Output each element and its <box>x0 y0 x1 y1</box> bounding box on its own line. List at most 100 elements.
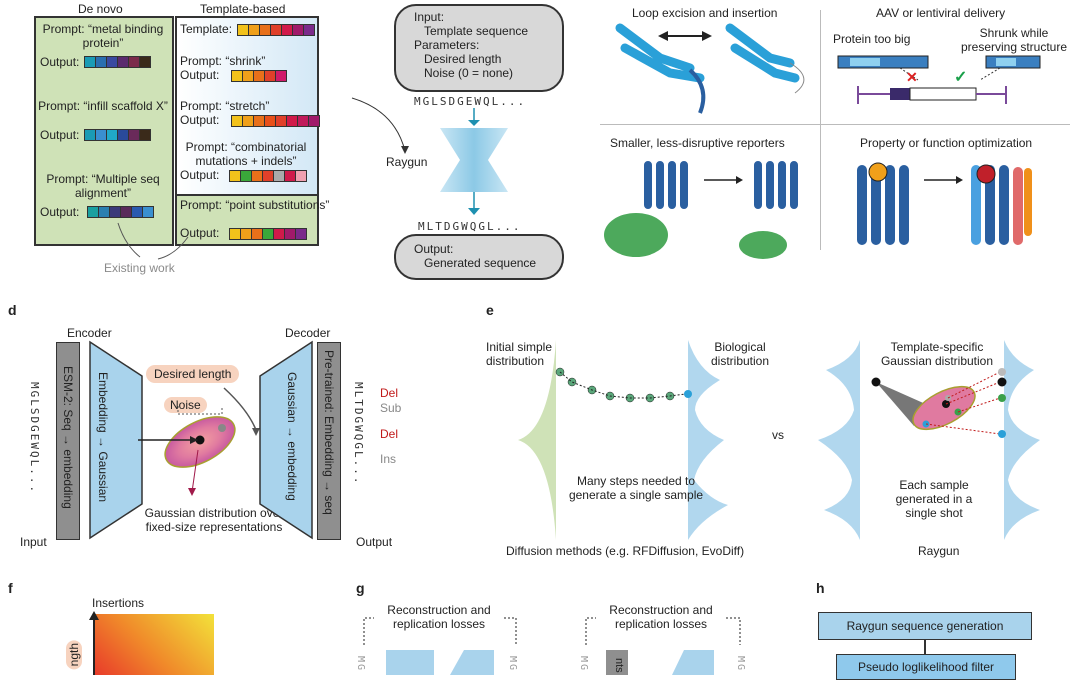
noise-pill: Noise <box>164 397 207 413</box>
output-label-3: Output: <box>40 205 80 219</box>
diffusion-caption: Diffusion methods (e.g. RFDiffusion, Evo… <box>506 544 745 558</box>
seq-out: MLTDGWQGL... <box>418 220 522 233</box>
panel-e-letter: e <box>486 302 494 318</box>
aav-title: AAV or lentiviral delivery <box>876 6 1006 20</box>
svg-text:✓: ✓ <box>954 69 967 86</box>
params-line2: Noise (0 = none) <box>424 66 514 80</box>
point-swatches <box>229 227 307 245</box>
output-line1: Generated sequence <box>424 256 537 270</box>
template-label: Template: <box>180 22 233 36</box>
prompt-shrink: Prompt: “shrink” <box>180 54 266 68</box>
gauss-caption: Gaussian distribution over fixed-size re… <box>144 506 284 534</box>
sub-label: Sub <box>380 401 402 415</box>
template-box <box>175 16 319 194</box>
biological-dist-label: Biological distribution <box>710 340 770 368</box>
existing-work-label: Existing work <box>104 261 175 275</box>
input-pill <box>394 4 564 92</box>
prompt-stretch: Prompt: “stretch” <box>180 99 270 113</box>
prompt-scaffold: Prompt: “infill scaffold X” <box>38 99 168 113</box>
vs-label: vs <box>772 428 784 442</box>
g-mg-3: MG <box>578 656 589 673</box>
panel-h-letter: h <box>816 580 825 596</box>
output-label-stretch: Output: <box>180 113 220 127</box>
insertions-label: Insertions <box>92 596 145 610</box>
output-swatches-3 <box>87 205 154 223</box>
property-title: Property or function optimization <box>860 136 1033 150</box>
denovo-title: De novo <box>78 2 123 16</box>
output-label-point: Output: <box>180 226 220 240</box>
g-mg-2: MG <box>507 656 518 673</box>
shrunk-label: Shrunk while preserving structure <box>960 26 1068 54</box>
loop-illustration <box>615 23 805 114</box>
prompt-combo: Prompt: “combinatorial mutations + indel… <box>185 140 307 168</box>
g-mg-4: MG <box>735 656 746 673</box>
recon-label-2: Reconstruction and replication losses <box>609 603 713 631</box>
prompt-metal: Prompt: “metal binding protein” <box>42 22 164 50</box>
property-illustration <box>857 162 1032 245</box>
gradient-square <box>94 614 214 675</box>
panel-f-letter: f <box>8 580 13 596</box>
d-output-label: Output <box>356 535 393 549</box>
aav-illustration: ✕ ✓ <box>837 55 1041 104</box>
gaussian-latent <box>138 387 260 496</box>
panel-g-letter: g <box>356 580 365 596</box>
ins-label: Ins <box>380 452 397 466</box>
prompt-msa: Prompt: “Multiple seq alignment” <box>46 172 160 200</box>
output-swatches-2 <box>84 128 151 146</box>
g-nts-label: nts <box>613 658 625 673</box>
pretrained-label: Pre-trained: Embedding → seq <box>322 350 336 515</box>
gauss-emb-label: Gaussian → embedding <box>285 372 299 501</box>
output-label-1: Output: <box>40 55 80 69</box>
each-sample-label: Each sample generated in a single shot <box>895 478 973 520</box>
params-line1: Desired length <box>424 52 502 66</box>
output-label-2: Output: <box>40 128 80 142</box>
del-label-2: Del <box>380 427 399 441</box>
encoder-label: Encoder <box>67 326 112 340</box>
emb-gauss-label: Embedding → Gaussian <box>96 372 110 503</box>
esm-label: ESM-2: Seq → embedding <box>61 366 75 509</box>
template-specific-label: Template-specific Gaussian distribution <box>880 340 994 368</box>
esm-bar <box>56 342 80 540</box>
panel-g-illustration <box>363 617 741 675</box>
seq-in: MGLSDGEWQL... <box>414 95 527 108</box>
svg-text:✕: ✕ <box>906 69 918 85</box>
divider-vertical <box>820 10 821 250</box>
output-label-combo: Output: <box>180 168 220 182</box>
raygun-hourglass <box>440 108 508 215</box>
raygun-label: Raygun <box>386 155 428 169</box>
encoder-trapezoid <box>89 340 143 540</box>
d-seq-out: MLTDGWQGL... <box>352 382 365 486</box>
many-steps-label: Many steps needed to generate a single s… <box>568 474 704 502</box>
combo-swatches <box>229 169 307 187</box>
del-label-1: Del <box>380 386 399 400</box>
panel-d-letter: d <box>8 302 17 318</box>
params-title: Parameters: <box>414 38 480 52</box>
step-raygun-generation: Raygun sequence generation <box>818 612 1032 640</box>
shrink-swatches <box>231 69 287 87</box>
raygun-caption: Raygun <box>918 544 960 558</box>
existing-work-arrows <box>117 222 189 260</box>
step-pll-filter: Pseudo loglikelihood filter <box>836 654 1016 680</box>
diffusion-illustration <box>518 340 728 540</box>
length-pill: ngth <box>66 640 82 670</box>
output-title: Output: <box>414 242 454 256</box>
divider-horizontal <box>600 124 1070 125</box>
too-big-label: Protein too big <box>833 32 911 46</box>
reporters-title: Smaller, less-disruptive reporters <box>610 136 785 150</box>
existing-to-raygun-arrow <box>351 97 409 154</box>
reporters-illustration <box>604 161 798 259</box>
desired-length-pill: Desired length <box>146 365 240 383</box>
d-input-label: Input <box>20 535 47 549</box>
output-pill <box>394 234 564 280</box>
prompt-point: Prompt: “point substitutions” <box>180 198 330 212</box>
insertions-axis <box>89 611 99 675</box>
loop-title: Loop excision and insertion <box>632 6 778 20</box>
stretch-swatches <box>231 114 320 132</box>
raygun-illustration <box>818 340 1040 540</box>
input-line1: Template sequence <box>424 24 529 38</box>
template-title: Template-based <box>200 2 286 16</box>
output-swatches-1 <box>84 55 151 73</box>
output-label-shrink: Output: <box>180 68 220 82</box>
initial-dist-label: Initial simple distribution <box>486 340 553 368</box>
template-swatches <box>237 23 315 41</box>
